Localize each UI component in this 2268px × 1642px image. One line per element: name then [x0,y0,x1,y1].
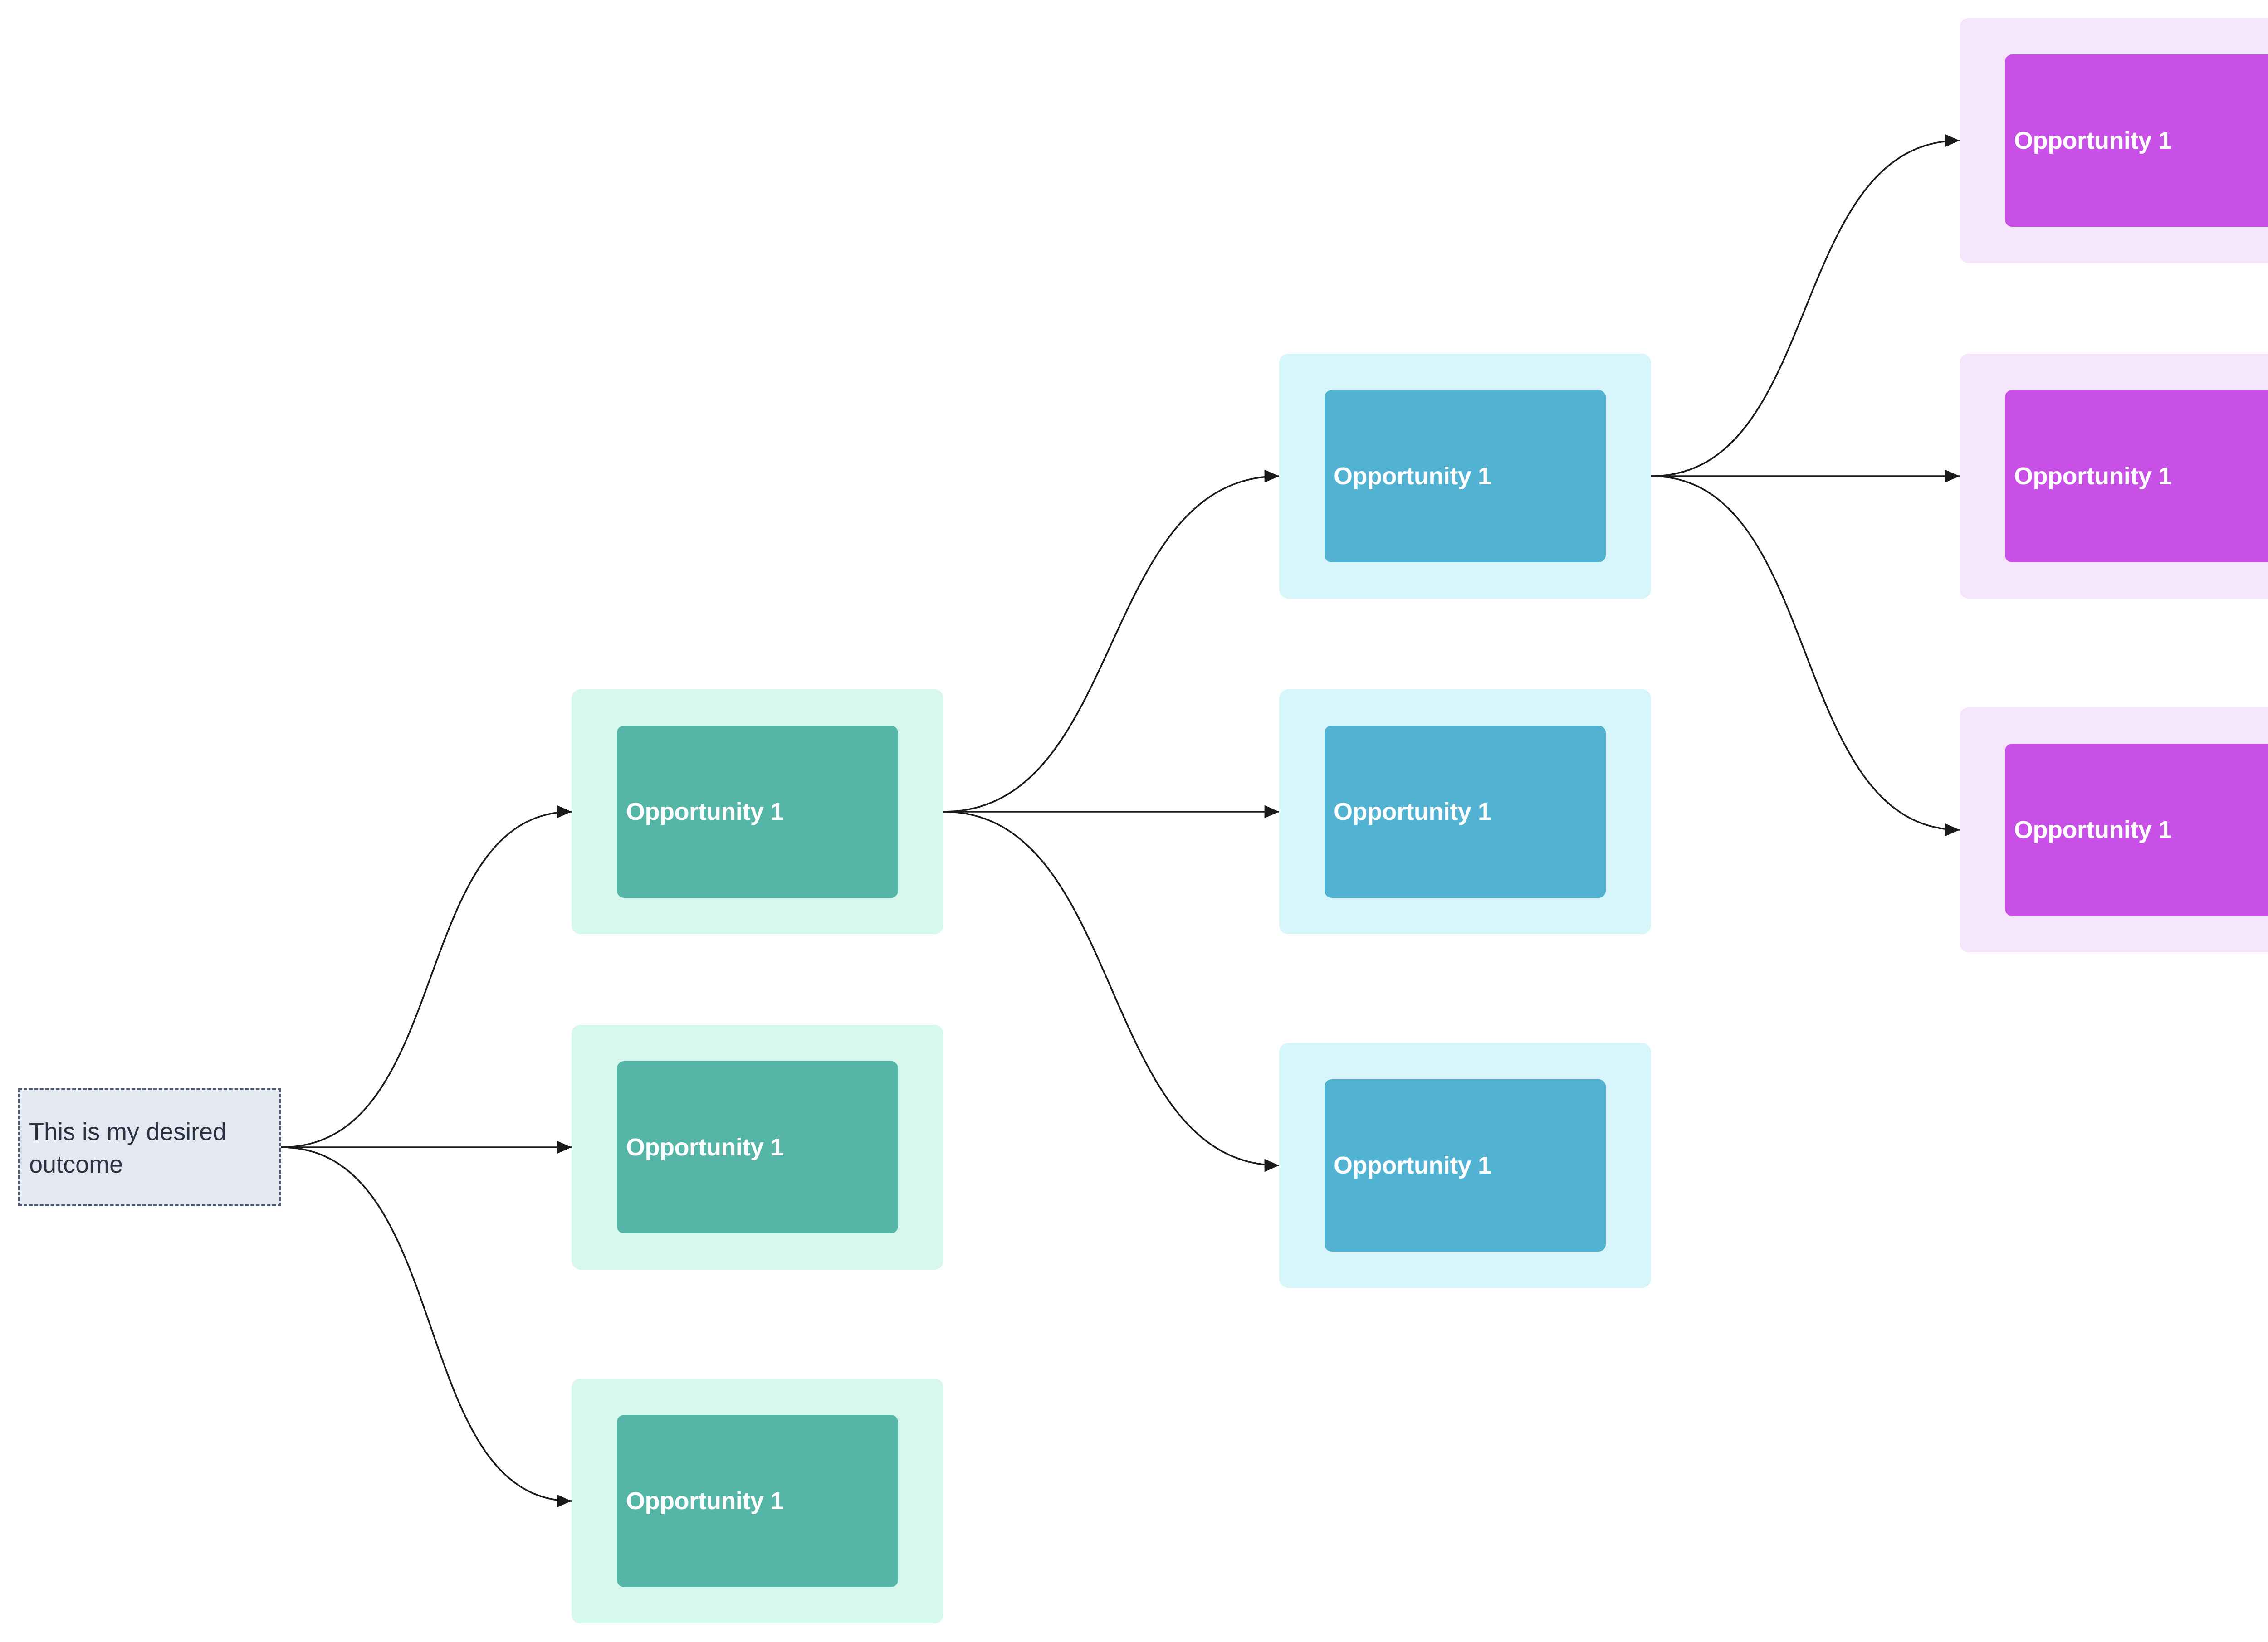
opportunity-label: Opportunity 1 [2014,127,2172,154]
level2-opportunity-frame[interactable]: Opportunity 1 [1279,689,1651,934]
opportunity-card[interactable]: Opportunity 1 [2005,744,2268,916]
opportunity-label: Opportunity 1 [1334,798,1491,825]
connector-l2-to-l3-top [1651,134,1960,477]
opportunity-label: Opportunity 1 [2014,816,2172,843]
connector-l2-to-l3-bottom [1651,475,1960,837]
level1-opportunity-frame[interactable]: Opportunity 1 [572,1025,943,1270]
opportunity-card[interactable]: Opportunity 1 [2005,390,2268,562]
opportunity-card[interactable]: Opportunity 1 [1325,726,1606,898]
connector-outcome-to-l1-bottom [281,1146,572,1508]
level3-opportunity-frame[interactable]: Opportunity 1 [1960,354,2268,599]
level1-opportunity-frame[interactable]: Opportunity 1 [572,689,943,934]
opportunity-label: Opportunity 1 [626,1134,784,1161]
opportunity-label: Opportunity 1 [626,798,784,825]
opportunity-label: Opportunity 1 [626,1487,784,1515]
opportunity-label: Opportunity 1 [1334,463,1491,490]
level3-opportunity-frame[interactable]: Opportunity 1 [1960,707,2268,952]
desired-outcome-node[interactable]: This is my desired outcome [18,1088,281,1206]
level2-opportunity-frame[interactable]: Opportunity 1 [1279,354,1651,599]
level2-opportunity-frame[interactable]: Opportunity 1 [1279,1043,1651,1288]
opportunity-card[interactable]: Opportunity 1 [617,726,898,898]
opportunity-label: Opportunity 1 [2014,463,2172,490]
connector-l1-to-l2-bottom [943,811,1280,1172]
opportunity-label: Opportunity 1 [1334,1152,1491,1179]
opportunity-card[interactable]: Opportunity 1 [2005,54,2268,227]
opportunity-card[interactable]: Opportunity 1 [617,1061,898,1233]
opportunity-card[interactable]: Opportunity 1 [1325,390,1606,562]
opportunity-card[interactable]: Opportunity 1 [1325,1079,1606,1252]
connector-outcome-to-l1-top [281,805,572,1148]
desired-outcome-label: This is my desired outcome [29,1118,227,1178]
connector-l1-to-l2-top [943,469,1280,813]
opportunity-card[interactable]: Opportunity 1 [617,1415,898,1587]
level1-opportunity-frame[interactable]: Opportunity 1 [572,1379,943,1623]
level3-opportunity-frame[interactable]: Opportunity 1 [1960,18,2268,263]
